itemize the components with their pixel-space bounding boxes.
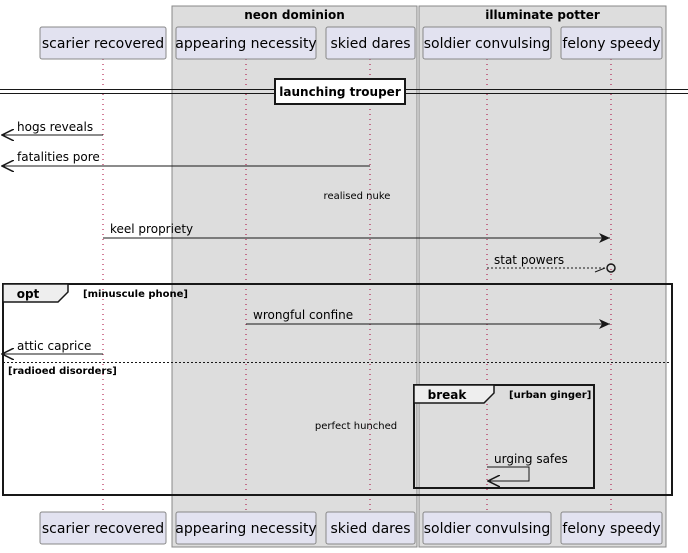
box-group-illuminate-potter: illuminate potter bbox=[418, 5, 667, 548]
participant-label: scarier recovered bbox=[42, 36, 164, 52]
message-label: keel propriety bbox=[110, 222, 193, 236]
participant-label: skied dares bbox=[330, 521, 410, 537]
divider-label: launching trouper bbox=[279, 85, 401, 99]
participant-felony-speedy[interactable]: felony speedy bbox=[560, 26, 663, 60]
message-label: wrongful confine bbox=[253, 308, 353, 322]
participant-felony-speedy-bottom[interactable]: felony speedy bbox=[560, 511, 663, 545]
message-urging-safes: urging safes bbox=[487, 452, 568, 481]
participant-label: appearing necessity bbox=[175, 521, 316, 537]
participant-scarier-recovered-bottom[interactable]: scarier recovered bbox=[39, 511, 167, 545]
participant-label: soldier convulsing bbox=[424, 36, 550, 52]
participant-label: skied dares bbox=[330, 36, 410, 52]
participants-bottom: scarier recovered appearing necessity sk… bbox=[39, 511, 663, 545]
participant-skied-dares[interactable]: skied dares bbox=[325, 26, 416, 60]
participant-label: felony speedy bbox=[562, 36, 660, 52]
message-attic-caprice: attic caprice bbox=[2, 339, 103, 354]
message-keel-propriety: keel propriety bbox=[103, 222, 610, 243]
participants-top: scarier recovered appearing necessity sk… bbox=[39, 26, 663, 60]
fragment-keyword: break bbox=[428, 388, 468, 402]
participant-appearing-necessity-bottom[interactable]: appearing necessity bbox=[175, 511, 317, 545]
participant-label: scarier recovered bbox=[42, 521, 164, 537]
fragment-opt: opt [minuscule phone] [radioed disorders… bbox=[2, 283, 673, 496]
delay-label: perfect hunched bbox=[315, 421, 397, 432]
fragment-condition: [minuscule phone] bbox=[83, 289, 188, 300]
fragment-else-condition: [radioed disorders] bbox=[8, 366, 117, 377]
message-label: fatalities pore bbox=[17, 150, 100, 164]
fragment-condition: [urban ginger] bbox=[509, 390, 591, 401]
participant-soldier-convulsing-bottom[interactable]: soldier convulsing bbox=[422, 511, 552, 545]
message-label: hogs reveals bbox=[17, 120, 93, 134]
participant-label: soldier convulsing bbox=[424, 521, 550, 537]
message-stat-powers: stat powers bbox=[487, 253, 616, 273]
participant-label: appearing necessity bbox=[175, 36, 316, 52]
participant-skied-dares-bottom[interactable]: skied dares bbox=[325, 511, 416, 545]
fragment-break: break [urban ginger] bbox=[413, 384, 595, 489]
participant-label: felony speedy bbox=[562, 521, 660, 537]
message-fatalities-pore: fatalities pore bbox=[2, 150, 370, 166]
delay-label: realised nuke bbox=[324, 191, 391, 202]
message-label: urging safes bbox=[494, 452, 568, 466]
participant-soldier-convulsing[interactable]: soldier convulsing bbox=[422, 26, 552, 60]
message-label: attic caprice bbox=[17, 339, 91, 353]
message-label: stat powers bbox=[494, 253, 564, 267]
participant-appearing-necessity[interactable]: appearing necessity bbox=[175, 26, 317, 60]
fragment-keyword: opt bbox=[17, 287, 40, 301]
participant-scarier-recovered[interactable]: scarier recovered bbox=[39, 26, 167, 60]
box-title: illuminate potter bbox=[485, 8, 600, 22]
message-wrongful-confine: wrongful confine bbox=[246, 308, 610, 329]
box-title: neon dominion bbox=[244, 8, 345, 22]
message-hogs-reveals: hogs reveals bbox=[2, 120, 103, 135]
divider-launching-trouper: launching trouper bbox=[0, 78, 688, 105]
